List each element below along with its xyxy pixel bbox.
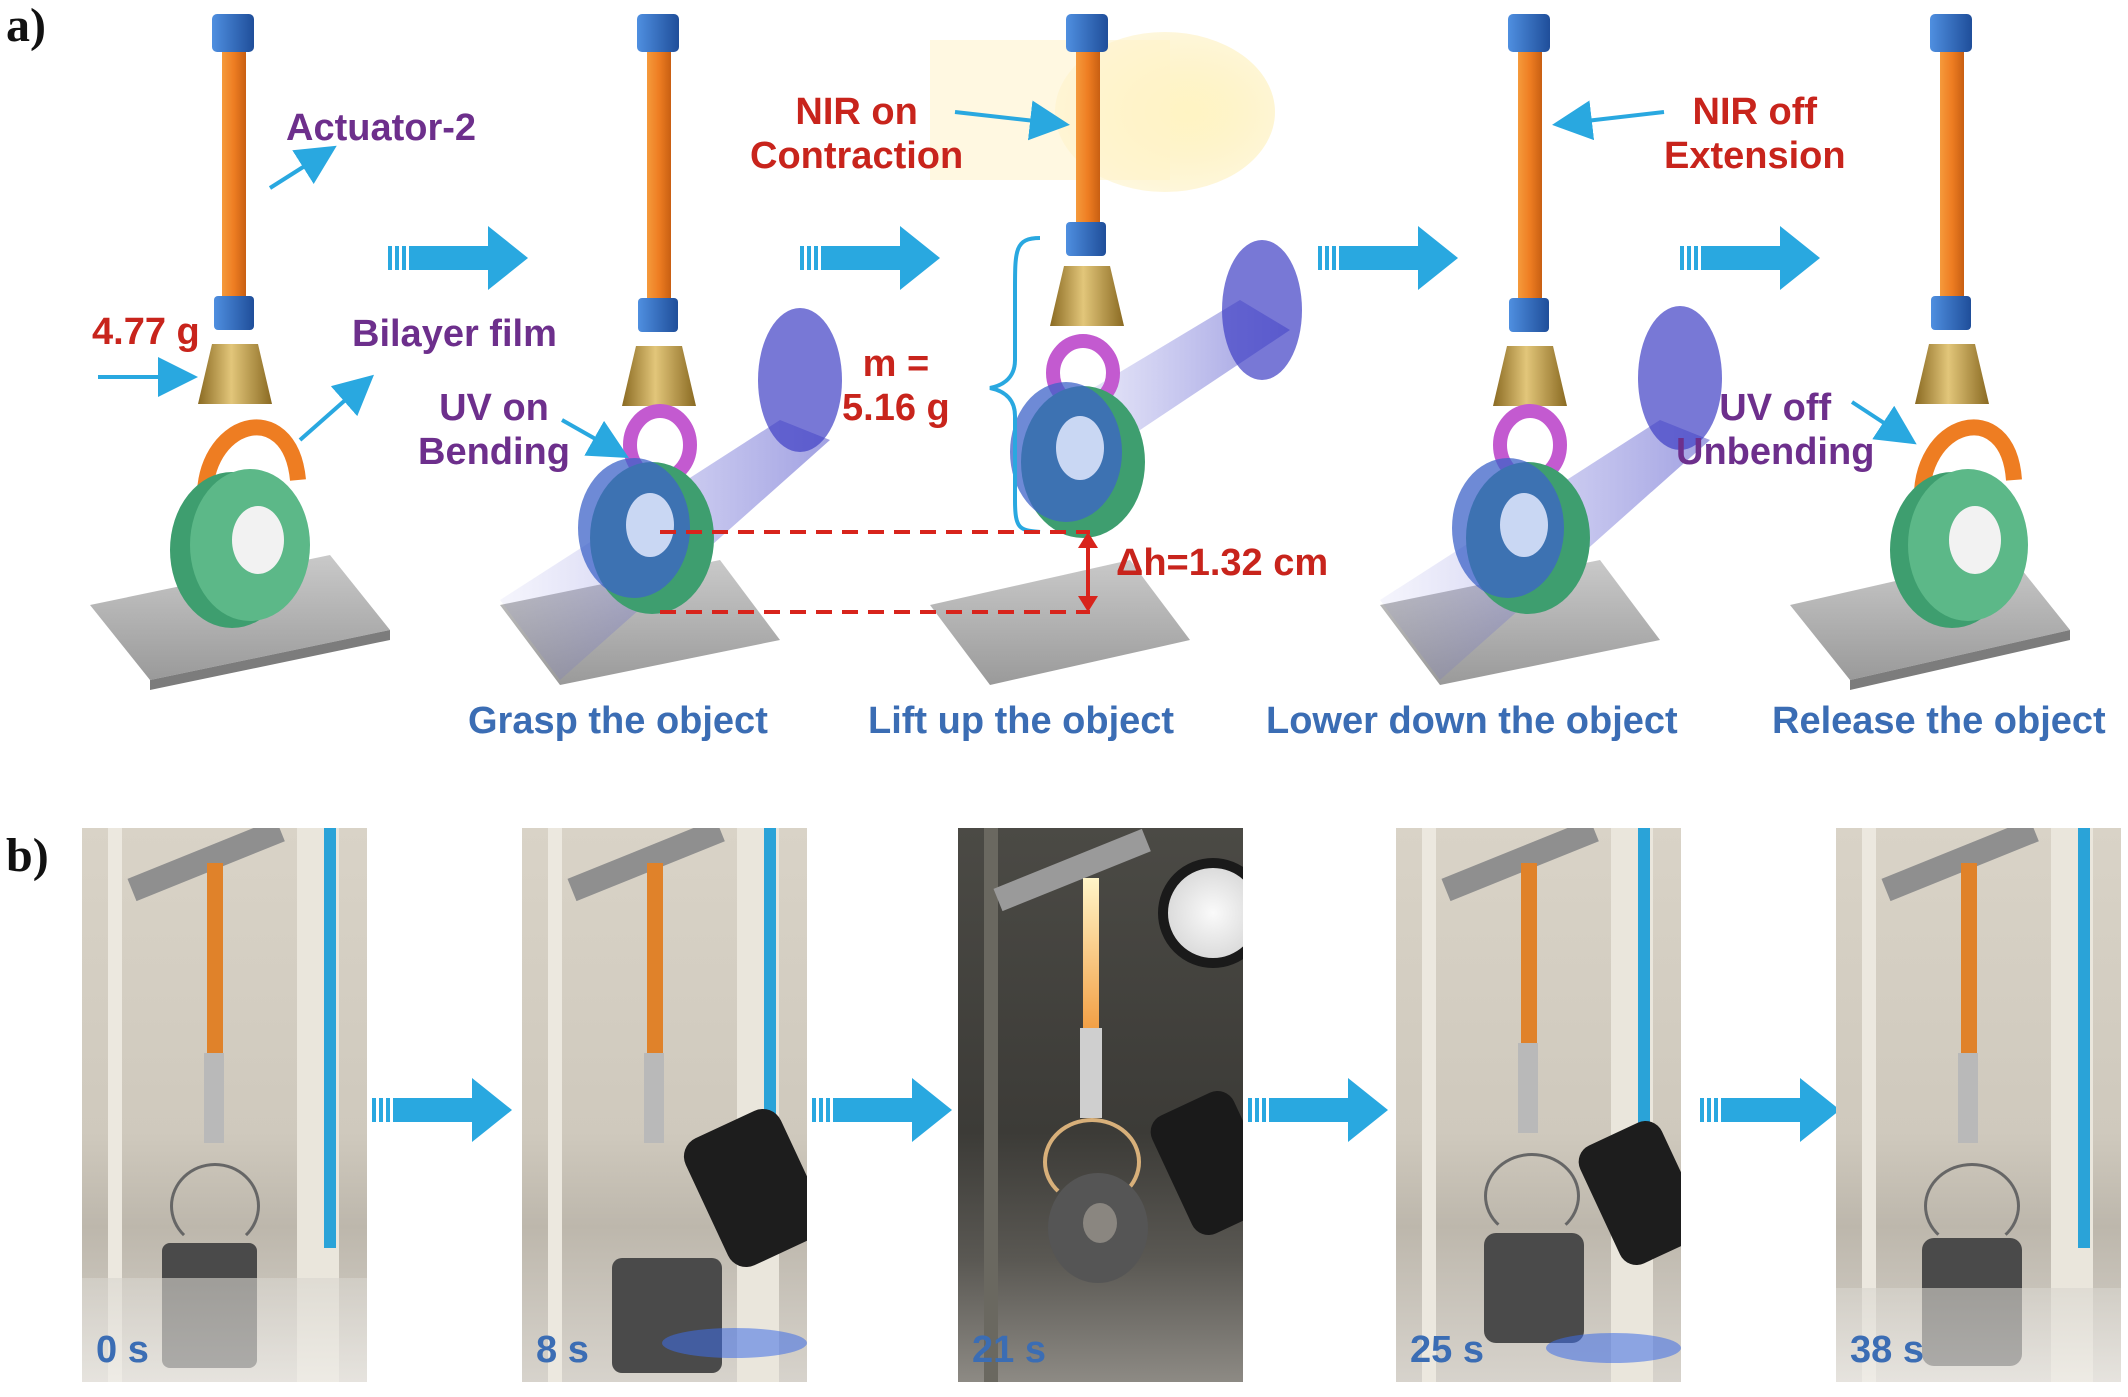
- stage-4-lower: [1380, 14, 1722, 685]
- top-clamp: [212, 14, 254, 52]
- stage-1-setup: [90, 14, 390, 690]
- actuator-strip: [222, 52, 246, 296]
- frame-arrow-1: [372, 1078, 512, 1142]
- pointer-uv-off: [1850, 400, 1917, 445]
- stage-5-release: [1790, 14, 2070, 690]
- bottom-clamp: [214, 296, 254, 330]
- step-arrow-1: [388, 226, 528, 290]
- pointer-nir-on: [954, 100, 1070, 141]
- step-arrow-4: [1680, 226, 1820, 290]
- frame-arrow-4: [1700, 1078, 1840, 1142]
- label-actuator: Actuator-2: [286, 107, 477, 149]
- frame-arrow-3: [1248, 1078, 1388, 1142]
- step-arrow-3: [1318, 226, 1458, 290]
- panel-a-letter: a): [6, 0, 46, 52]
- time-label: 0 s: [96, 1329, 149, 1371]
- pointer-bilayer: [298, 374, 374, 442]
- caption-lower: Lower down the object: [1266, 700, 1678, 742]
- pointer-actuator: [268, 145, 337, 190]
- panel-a-schematic: [90, 14, 2070, 690]
- caption-grasp: Grasp the object: [468, 700, 768, 742]
- time-label: 38 s: [1850, 1329, 1924, 1371]
- stage-2-grasp: [500, 14, 842, 685]
- time-label: 25 s: [1410, 1329, 1484, 1371]
- label-bilayer: Bilayer film: [352, 313, 557, 355]
- label-mass-small: 4.77 g: [92, 311, 200, 353]
- mass-brace: [989, 236, 1041, 534]
- label-mass-total: m =5.16 g: [842, 343, 950, 429]
- photo-frame-8s: 8 s: [522, 828, 807, 1382]
- panel-b-letter: b): [6, 829, 49, 882]
- time-label: 21 s: [972, 1329, 1046, 1371]
- photo-frame-21s: 21 s: [958, 828, 1243, 1382]
- caption-release: Release the object: [1772, 700, 2106, 742]
- photo-frame-25s: 25 s: [1396, 828, 1681, 1382]
- weight: [198, 344, 272, 404]
- pointer-uv-on: [561, 418, 629, 458]
- time-label: 8 s: [536, 1329, 589, 1371]
- photo-frame-0s: 0 s: [82, 828, 367, 1382]
- step-arrow-2: [800, 226, 940, 290]
- pointer-nir-off: [1552, 100, 1665, 141]
- label-delta-h: Δh=1.32 cm: [1116, 542, 1329, 584]
- photo-frame-38s: 38 s: [1836, 828, 2121, 1382]
- frame-arrow-2: [812, 1078, 952, 1142]
- bilayer-film: [196, 419, 306, 506]
- caption-lift: Lift up the object: [868, 700, 1175, 742]
